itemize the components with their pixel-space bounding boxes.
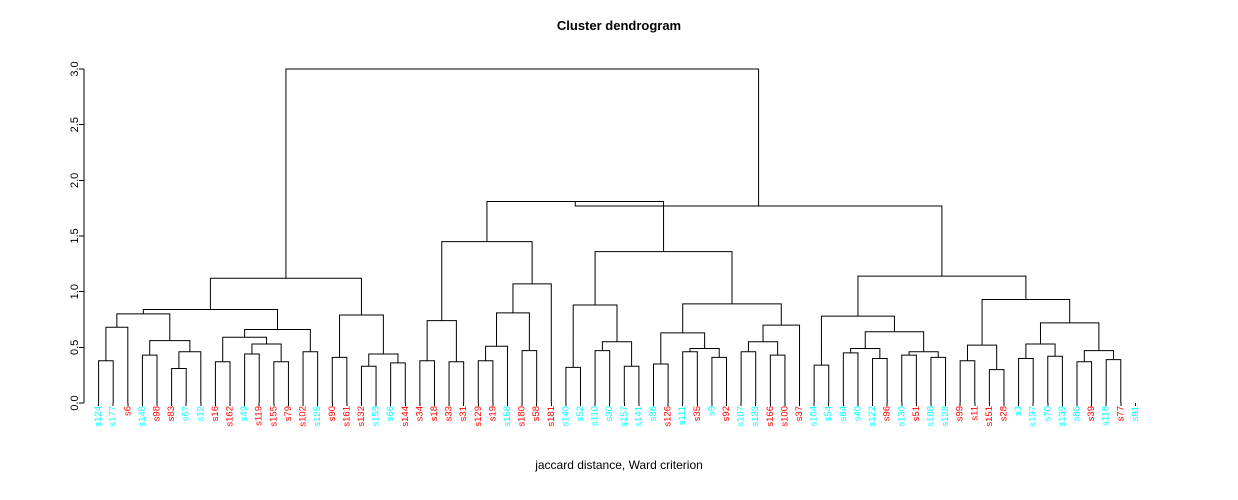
leaf-label: s99 <box>955 406 966 421</box>
leaf-label: s40 <box>852 406 863 421</box>
leaf-label: s64 <box>838 406 849 421</box>
leaf-label: s188 <box>925 406 936 427</box>
y-tick-label: 1.0 <box>69 284 81 299</box>
leaf-label: s77 <box>1115 406 1126 421</box>
leaf-label: s70 <box>1042 406 1053 421</box>
leaf-label: s130 <box>896 406 907 427</box>
leaf-label: s3 <box>1013 406 1024 416</box>
leaf-label: s49 <box>239 406 250 421</box>
leaf-label: s91 <box>1130 406 1141 421</box>
leaf-label: s141 <box>633 406 644 427</box>
leaf-label: s52 <box>575 406 586 421</box>
leaf-label: s132 <box>356 406 367 427</box>
dendrogram-tree <box>98 68 1122 403</box>
leaf-label: s155 <box>268 406 279 427</box>
leaf-label: s67 <box>181 406 192 421</box>
leaf-label: s118 <box>1101 406 1112 426</box>
leaf-label: s161 <box>341 406 352 427</box>
leaf-label: s128 <box>940 406 951 427</box>
leaf-label: s37 <box>794 406 805 421</box>
y-tick-label: 0.5 <box>69 340 81 355</box>
leaf-label: s104 <box>809 406 820 427</box>
leaf-label: s19 <box>487 406 498 421</box>
leaf-label: s177 <box>108 406 119 427</box>
leaf-label: s90 <box>327 406 338 421</box>
y-tick-label: 0.0 <box>69 395 81 410</box>
leaf-label: s51 <box>911 406 922 421</box>
leaf-label: s33 <box>444 406 455 421</box>
leaf-label: s162 <box>225 406 236 427</box>
leaf-label: s98 <box>152 406 163 421</box>
leaf-label: s16 <box>210 406 221 421</box>
leaf-label: s151 <box>984 406 995 427</box>
leaf-label: s28 <box>998 406 1009 421</box>
leaf-label: s36 <box>648 406 659 421</box>
leaf-label: s140 <box>560 406 571 427</box>
leaf-label: s148 <box>137 406 148 427</box>
leaf-label: s18 <box>429 406 440 421</box>
leaf-label: s102 <box>298 406 309 427</box>
y-tick-label: 3.0 <box>69 61 81 76</box>
leaf-label: s111 <box>677 406 688 425</box>
leaf-label: s166 <box>765 406 776 427</box>
leaf-label: s58 <box>531 406 542 421</box>
leaf-label: s85 <box>1071 406 1082 421</box>
page-title: Cluster dendrogram <box>556 18 682 33</box>
y-tick-label: 2.0 <box>69 173 81 188</box>
leaf-label: s35 <box>692 406 703 421</box>
leaf-label: s30 <box>604 406 615 421</box>
leaf-label: s110 <box>590 406 601 426</box>
y-tick-label: 2.5 <box>69 117 81 132</box>
leaf-label: s11 <box>969 406 980 421</box>
leaf-label: s83 <box>166 406 177 421</box>
leaf-label: s66 <box>385 406 396 421</box>
leaf-label: s137 <box>1028 406 1039 427</box>
leaf-label: s54 <box>823 406 834 421</box>
leaf-label: s79 <box>283 406 294 421</box>
leaf-tick-marks <box>98 403 1136 406</box>
leaf-label: s181 <box>546 406 557 427</box>
leaf-label: s6 <box>122 406 133 416</box>
leaf-label: s39 <box>1086 406 1097 421</box>
leaf-label: s157 <box>619 406 630 427</box>
leaf-label: s100 <box>779 406 790 427</box>
leaf-label: s126 <box>663 406 674 427</box>
x-axis-label: jaccard distance, Ward criterion <box>535 458 703 472</box>
y-axis: 0.0 0.5 1.0 1.5 2.0 2.5 3.0 <box>69 61 85 411</box>
dendrogram-branches <box>98 68 1122 403</box>
leaf-label: s92 <box>721 406 732 421</box>
leaf-label: s9 <box>706 406 717 416</box>
leaf-label: s123 <box>750 406 761 427</box>
leaf-label: s107 <box>736 406 747 427</box>
leaf-label: s144 <box>400 406 411 427</box>
leaf-label: s158 <box>502 406 513 427</box>
leaf-label: s129 <box>473 406 484 427</box>
leaf-label: s96 <box>882 406 893 421</box>
leaf-label: s31 <box>458 406 469 421</box>
leaf-label: s12 <box>195 406 206 421</box>
leaf-label: s122 <box>867 406 878 427</box>
leaf-label: s34 <box>414 406 425 421</box>
leaf-label: s124 <box>93 406 104 427</box>
leaf-label: s159 <box>371 406 382 427</box>
y-tick-label: 1.5 <box>69 228 81 243</box>
leaf-label: s139 <box>1057 406 1068 427</box>
leaf-label: s180 <box>517 406 528 427</box>
leaf-label: s125 <box>312 406 323 427</box>
leaf-label: s119 <box>254 406 265 426</box>
